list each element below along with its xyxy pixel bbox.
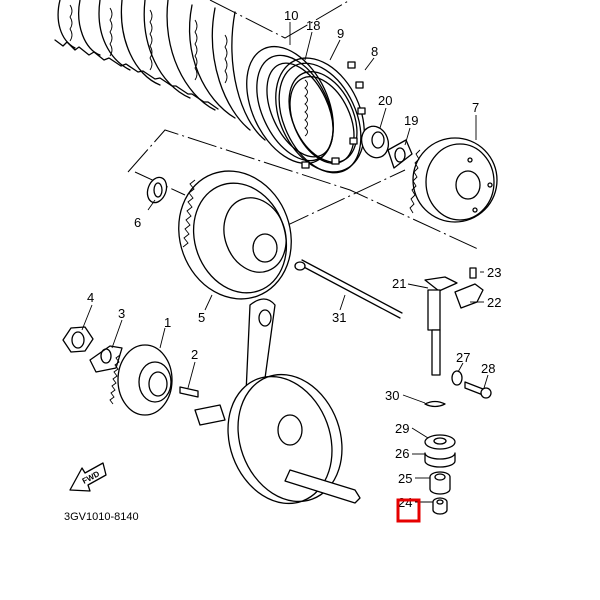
part-primary-driven-gear	[409, 137, 498, 223]
part-seal-26	[424, 452, 456, 468]
label-7: 7	[472, 100, 479, 115]
label-1: 1	[164, 315, 171, 330]
reference-code: 3GV1010-8140	[64, 511, 139, 523]
part-gear-1	[109, 344, 173, 416]
label-23: 23	[487, 265, 501, 280]
label-28: 28	[481, 361, 495, 376]
label-21: 21	[392, 276, 406, 291]
label-22: 22	[487, 295, 501, 310]
part-nut-4	[62, 326, 94, 353]
part-lock-washer-3	[89, 345, 123, 373]
part-nut-20	[360, 125, 390, 159]
part-key-2	[179, 386, 199, 398]
part-bearing-25	[429, 471, 451, 495]
label-6: 6	[134, 215, 141, 230]
label-24: 24	[398, 495, 412, 510]
label-20: 20	[378, 93, 392, 108]
label-26: 26	[395, 446, 409, 461]
part-spring-30	[424, 400, 446, 408]
part-push-rod	[294, 259, 403, 319]
part-friction-plate	[278, 61, 366, 174]
label-4: 4	[87, 290, 94, 305]
label-31: 31	[332, 310, 346, 325]
part-seal-29	[424, 434, 456, 450]
part-bearing-24	[432, 497, 448, 515]
label-5: 5	[198, 310, 205, 325]
part-crankshaft	[194, 298, 361, 505]
label-9: 9	[337, 26, 344, 41]
part-shaft-21	[424, 276, 458, 376]
part-bracket-22	[454, 283, 484, 309]
part-bolt-23	[469, 267, 477, 279]
part-lock-washer-19	[387, 139, 413, 169]
label-3: 3	[118, 306, 125, 321]
label-8: 8	[371, 44, 378, 59]
label-19: 19	[404, 113, 418, 128]
fwd-direction-arrow: FWD	[69, 462, 107, 492]
label-25: 25	[398, 471, 412, 486]
clutch-plate-stack	[54, 0, 266, 141]
label-29: 29	[395, 421, 409, 436]
part-washer-27	[451, 370, 463, 386]
label-10: 10	[284, 8, 298, 23]
part-screw-28	[464, 381, 492, 399]
part-washer-6	[146, 176, 168, 204]
label-18: 18	[306, 18, 320, 33]
label-30: 30	[385, 388, 399, 403]
part-clutch-housing	[178, 170, 292, 300]
highlight-box	[396, 498, 421, 523]
label-2: 2	[191, 347, 198, 362]
label-27: 27	[456, 350, 470, 365]
